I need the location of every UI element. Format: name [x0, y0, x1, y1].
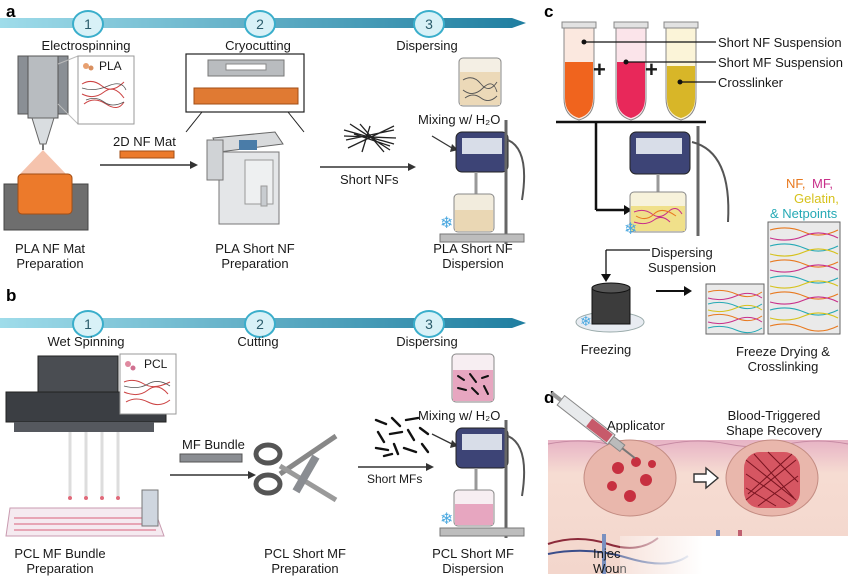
three-tubes-icon — [561, 21, 716, 121]
beaker-mf-icon — [451, 353, 495, 403]
wet-spinning-machine-icon — [5, 355, 167, 537]
step-electrospinning-title: Electrospinning — [41, 38, 131, 53]
recovery-line2: Shape Recovery — [725, 423, 823, 438]
caption-pcl-short-mf-dispersion: Dispersion — [442, 561, 504, 576]
short-mfs-icon — [374, 416, 430, 458]
arrow-to-freezing — [601, 249, 650, 282]
nf-mat-strip-icon — [119, 150, 175, 159]
cryostat-machine-icon — [206, 131, 284, 225]
legend-short-mf-suspension: Short MF Suspension — [718, 55, 844, 70]
freezing-mold-icon: ❄ — [575, 282, 645, 333]
cryocut-blade-inset — [185, 53, 305, 133]
arrow-mf-bundle — [170, 471, 256, 479]
electrospinning-apparatus-icon — [3, 55, 89, 231]
caption-pcl-short-mf-disp: PCL Short MF — [432, 546, 514, 561]
caption-pcl-mf-bundle-prep: Preparation — [26, 561, 94, 576]
arrow-nf-mat-label: 2D NF Mat — [113, 134, 176, 149]
arrow-mf-bundle-label: MF Bundle — [182, 437, 245, 452]
arrow-short-mfs-label: Short MFs — [367, 472, 423, 486]
step-3-badge: 3 — [413, 10, 445, 38]
caption-pcl-short-mf: PCL Short MF — [264, 546, 346, 561]
freezing-label: Freezing — [580, 342, 632, 357]
caption-pla-short-nf-dispersion: Dispersion — [442, 256, 504, 271]
scaffold-small-icon — [705, 283, 765, 335]
dispersing-suspension-line2: Suspension — [648, 260, 716, 275]
caption-pla-nf-mat-prep: Preparation — [16, 256, 84, 271]
arrow-short-mfs — [358, 463, 434, 471]
mixing-label-b: Mixing w/ H₂O — [418, 408, 501, 423]
arrow-to-freeze-drying — [656, 286, 692, 296]
short-nfs-icon — [343, 123, 397, 153]
mixing-label-a: Mixing w/ H₂O — [418, 112, 501, 127]
bottom-fade-overlay — [620, 536, 856, 580]
svg-text:❄: ❄ — [580, 314, 592, 330]
component-netpoints: & Netpoints — [770, 206, 838, 221]
caption-pla-short-nf-disp: PLA Short NF — [433, 241, 513, 256]
scaffold-large-icon — [767, 221, 841, 335]
caption-pla-short-nf: PLA Short NF — [215, 241, 295, 256]
arrow-nf-mat — [100, 161, 198, 169]
recovery-line1: Blood-Triggered — [727, 408, 821, 423]
homogenizer-b-icon: ❄ — [431, 420, 526, 538]
scissors-icon — [253, 433, 338, 503]
step-cryocutting-title: Cryocutting — [225, 38, 291, 53]
homogenizer-a-icon: ❄ — [431, 120, 526, 244]
component-gelatin: Gelatin, — [794, 191, 839, 206]
pla-label: PLA — [99, 59, 122, 73]
plus-sign-1: + — [593, 57, 606, 82]
beaker-nf-icon — [458, 57, 502, 107]
panel-letter-c: c — [544, 2, 554, 21]
homogenizer-c-icon: ❄ — [624, 126, 730, 238]
svg-text:❄: ❄ — [624, 219, 637, 238]
wound-partial-label: Woun — [593, 561, 627, 576]
panel-letter-d: d — [544, 388, 555, 407]
pcl-zoom-inset — [119, 353, 177, 415]
step-1-badge-b: 1 — [72, 310, 104, 338]
panel-letter-b: b — [6, 286, 17, 305]
step-dispersing-title-b: Dispersing — [396, 334, 458, 349]
step-dispersing-title: Dispersing — [396, 38, 458, 53]
step-cutting-title: Cutting — [237, 334, 279, 349]
legend-short-nf-suspension: Short NF Suspension — [718, 35, 842, 50]
step-1-badge: 1 — [72, 10, 104, 38]
caption-pla-short-nf-prep: Preparation — [221, 256, 289, 271]
component-mf: MF, — [812, 176, 833, 191]
freeze-drying-line1: Freeze Drying & — [736, 344, 830, 359]
panel-c-flow-arrows — [556, 120, 706, 215]
step-2-badge: 2 — [244, 10, 276, 38]
pla-zoom-inset — [57, 55, 135, 125]
step-2-badge-b: 2 — [244, 310, 276, 338]
step-3-badge-b: 3 — [413, 310, 445, 338]
caption-pcl-short-mf-prep: Preparation — [271, 561, 339, 576]
svg-text:❄: ❄ — [440, 213, 453, 232]
dispersing-suspension-line1: Dispersing — [651, 245, 713, 260]
panel-letter-a: a — [6, 2, 16, 21]
freeze-drying-line2: Crosslinking — [747, 359, 819, 374]
plus-sign-2: + — [645, 57, 658, 82]
arrow-short-nfs — [320, 163, 416, 171]
mf-bundle-rod-icon — [179, 453, 243, 463]
step-wet-spinning-title: Wet Spinning — [47, 334, 125, 349]
legend-crosslinker: Crosslinker — [718, 75, 784, 90]
svg-text:❄: ❄ — [440, 509, 453, 528]
caption-pcl-mf-bundle: PCL MF Bundle — [14, 546, 106, 561]
pcl-label: PCL — [144, 357, 168, 371]
injection-partial-label: Injec — [593, 546, 621, 561]
applicator-label: Applicator — [607, 418, 665, 433]
arrow-short-nfs-label: Short NFs — [340, 172, 399, 187]
component-nf: NF, — [786, 176, 806, 191]
caption-pla-nf-mat: PLA NF Mat — [14, 241, 86, 256]
